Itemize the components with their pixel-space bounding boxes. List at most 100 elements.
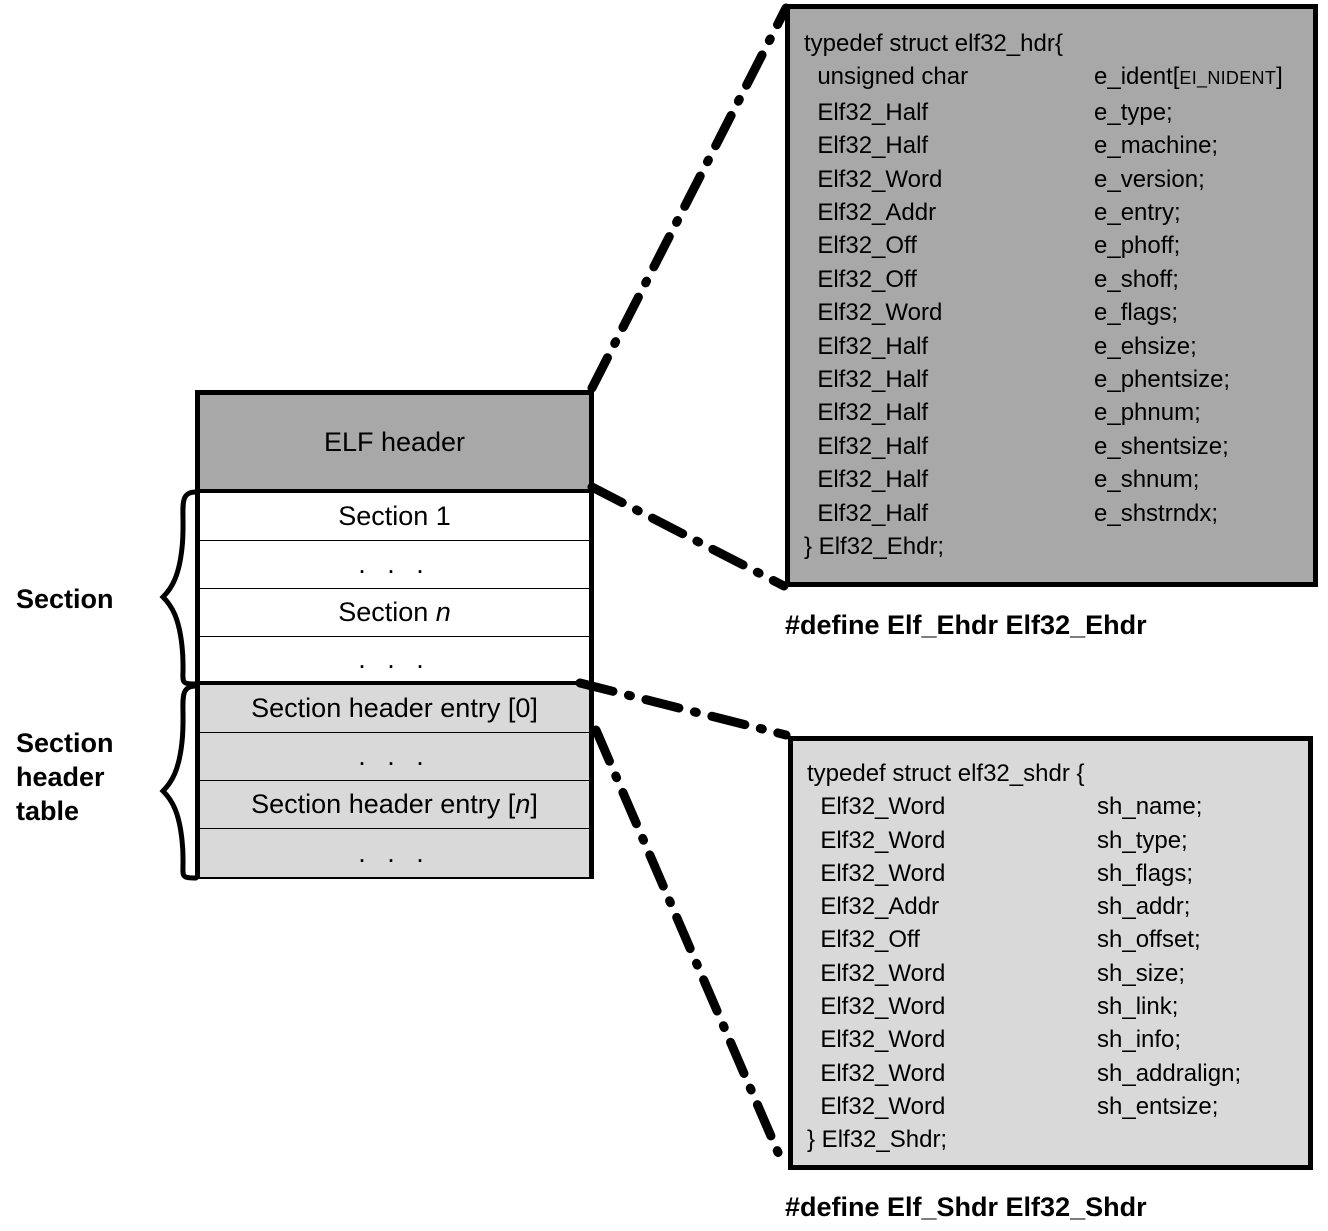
- shdr-field-8-name: sh_addralign;: [1097, 1059, 1242, 1087]
- ehdr-field-5-type: Elf32_Off: [804, 232, 917, 260]
- ehdr-field-0-type: unsigned char: [804, 63, 969, 91]
- shdr-field-3-name: sh_addr;: [1097, 893, 1191, 921]
- row-sht-ellipsis-2: . . .: [200, 829, 589, 877]
- ehdr-field-13-type: Elf32_Half: [804, 499, 929, 527]
- ehdr-field-12-name: e_shnum;: [1094, 466, 1200, 494]
- shdr-field-7: Elf32_Word sh_info;: [807, 1023, 1302, 1056]
- shdr-field-8: Elf32_Word sh_addralign;: [807, 1057, 1302, 1090]
- row-section-header-entry-0: Section header entry [0]: [200, 685, 589, 733]
- ehdr-field-12: Elf32_Half e_shnum;: [804, 463, 1307, 496]
- shdr-field-9-type: Elf32_Word: [807, 1092, 946, 1120]
- row-sh-entry-n-index: n: [515, 789, 531, 819]
- shdr-field-6-type: Elf32_Word: [807, 993, 946, 1021]
- ehdr-field-1-type: Elf32_Half: [804, 98, 929, 126]
- ehdr-field-9-type: Elf32_Half: [804, 366, 929, 394]
- row-section-n-index: n: [435, 597, 451, 627]
- shdr-field-1: Elf32_Word sh_type;: [807, 824, 1302, 857]
- row-section-ellipsis-1: . . .: [200, 541, 589, 589]
- shdr-field-8-type: Elf32_Word: [807, 1059, 946, 1087]
- shdr-field-9-name: sh_entsize;: [1097, 1092, 1219, 1120]
- shdr-field-6: Elf32_Word sh_link;: [807, 990, 1302, 1023]
- shdr-field-2-name: sh_flags;: [1097, 859, 1194, 887]
- ehdr-field-13-name: e_shstrndx;: [1094, 499, 1219, 527]
- ehdr-field-11-name: e_shentsize;: [1094, 432, 1229, 460]
- row-section-header-entry-n: Section header entry [n]: [200, 781, 589, 829]
- ehdr-field-10: Elf32_Half e_phnum;: [804, 396, 1307, 429]
- define-elf-ehdr: #define Elf_Ehdr Elf32_Ehdr: [785, 610, 1147, 640]
- shdr-field-0-type: Elf32_Word: [807, 793, 946, 821]
- row-elf-header-label: ELF header: [323, 426, 466, 457]
- shdr-field-4-name: sh_offset;: [1097, 926, 1201, 954]
- shdr-field-6-name: sh_link;: [1097, 993, 1179, 1021]
- ehdr-field-1-name: e_type;: [1094, 98, 1173, 126]
- row-sh-entry-0-label: Section header entry [0]: [251, 693, 538, 723]
- ehdr-field-7-type: Elf32_Word: [804, 299, 943, 327]
- ehdr-field-8-name: e_ehsize;: [1094, 332, 1197, 360]
- shdr-field-2: Elf32_Word sh_flags;: [807, 857, 1302, 890]
- shdr-close-line: } Elf32_Shdr;: [807, 1126, 948, 1154]
- ehdr-field-6-name: e_shoff;: [1094, 265, 1179, 293]
- connector-elf-header-top: [587, 3, 791, 393]
- ehdr-field-9-name: e_phentsize;: [1094, 366, 1231, 394]
- ehdr-field-7-name: e_flags;: [1094, 299, 1179, 327]
- connector-elf-header-bottom: [587, 482, 789, 591]
- shdr-field-7-type: Elf32_Word: [807, 1026, 946, 1054]
- brace-section: [159, 489, 199, 687]
- ehdr-field-6-type: Elf32_Off: [804, 265, 917, 293]
- shdr-open-line: typedef struct elf32_shdr {: [807, 760, 1085, 787]
- shdr-field-4-type: Elf32_Off: [807, 926, 920, 954]
- row-sht-ellipsis-1: . . .: [200, 733, 589, 781]
- label-section-header-table: Section header table: [16, 728, 114, 826]
- ehdr-close-line: } Elf32_Ehdr;: [804, 533, 945, 561]
- ehdr-field-4-type: Elf32_Addr: [804, 199, 937, 227]
- row-elf-header: ELF header: [200, 395, 589, 493]
- connector-sht-bottom: [591, 725, 788, 1169]
- row-section-n-label: Section n: [338, 597, 451, 627]
- shdr-field-3-type: Elf32_Addr: [807, 893, 940, 921]
- shdr-field-2-type: Elf32_Word: [807, 859, 946, 887]
- brace-section-header-table: [159, 683, 199, 881]
- ehdr-field-4-name: e_entry;: [1094, 199, 1181, 227]
- row-section-n: Section n: [200, 589, 589, 637]
- shdr-field-7-name: sh_info;: [1097, 1026, 1182, 1054]
- ehdr-field-6: Elf32_Off e_shoff;: [804, 263, 1307, 296]
- ellipsis-4: . . .: [358, 837, 431, 868]
- ehdr-field-9: Elf32_Half e_phentsize;: [804, 363, 1307, 396]
- ehdr-field-1: Elf32_Half e_type;: [804, 96, 1307, 129]
- define-elf-shdr: #define Elf_Shdr Elf32_Shdr: [785, 1192, 1147, 1222]
- connector-sht-top: [575, 678, 791, 740]
- shdr-field-9: Elf32_Word sh_entsize;: [807, 1090, 1302, 1123]
- shdr-field-1-name: sh_type;: [1097, 826, 1188, 854]
- row-sh-entry-n-label: Section header entry [n]: [251, 789, 538, 819]
- ehdr-ei-nident-constant: EI_NIDENT: [1179, 68, 1277, 89]
- shdr-field-5-type: Elf32_Word: [807, 959, 946, 987]
- label-section: Section: [16, 584, 114, 614]
- shdr-field-0-name: sh_name;: [1097, 793, 1203, 821]
- shdr-field-3: Elf32_Addr sh_addr;: [807, 890, 1302, 923]
- shdr-field-5-name: sh_size;: [1097, 959, 1186, 987]
- ehdr-field-7: Elf32_Word e_flags;: [804, 296, 1307, 329]
- ehdr-field-0-name: e_ident[EI_NIDENT]: [1094, 63, 1283, 91]
- ellipsis-1: . . .: [358, 549, 431, 579]
- shdr-field-4: Elf32_Off sh_offset;: [807, 923, 1302, 956]
- ehdr-field-12-type: Elf32_Half: [804, 466, 929, 494]
- ehdr-field-10-name: e_phnum;: [1094, 399, 1201, 427]
- shdr-field-1-type: Elf32_Word: [807, 826, 946, 854]
- ehdr-field-4: Elf32_Addr e_entry;: [804, 196, 1307, 229]
- ehdr-field-10-type: Elf32_Half: [804, 399, 929, 427]
- row-section-1: Section 1: [200, 493, 589, 541]
- ehdr-field-0: unsigned char e_ident[EI_NIDENT]: [804, 60, 1307, 95]
- row-section-1-label: Section 1: [338, 501, 451, 531]
- elf-file-layout-box: ELF header Section 1 . . . Section n . .…: [195, 390, 594, 879]
- ehdr-field-2-name: e_machine;: [1094, 132, 1219, 160]
